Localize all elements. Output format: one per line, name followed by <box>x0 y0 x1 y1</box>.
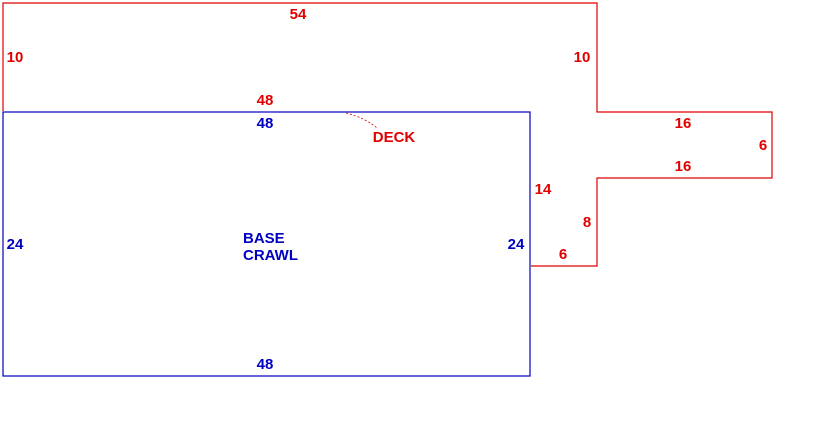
deck-dim-bump-top: 16 <box>675 115 692 132</box>
deck-dim-inner-top: 48 <box>257 92 274 109</box>
base-dim-bottom: 48 <box>257 356 274 373</box>
deck-dim-bump-side: 6 <box>759 137 767 154</box>
base-name-line1: BASE <box>243 230 285 247</box>
deck-dim-left: 10 <box>7 49 24 66</box>
base-crawl-outline <box>2 111 531 377</box>
base-dim-right: 24 <box>508 236 525 253</box>
deck-name-label: DECK <box>373 129 416 146</box>
deck-outline <box>2 2 773 267</box>
deck-dim-bottom-step: 6 <box>559 246 567 263</box>
base-dim-top: 48 <box>257 115 274 132</box>
deck-dim-top: 54 <box>290 6 307 23</box>
base-name-line2: CRAWL <box>243 247 298 264</box>
deck-leader-line <box>345 112 379 130</box>
deck-dim-right-mid: 14 <box>535 181 552 198</box>
deck-dim-bump-bottom: 16 <box>675 158 692 175</box>
deck-dim-right-lower: 8 <box>583 214 591 231</box>
base-dim-left: 24 <box>7 236 24 253</box>
deck-dim-right-upper: 10 <box>574 49 591 66</box>
